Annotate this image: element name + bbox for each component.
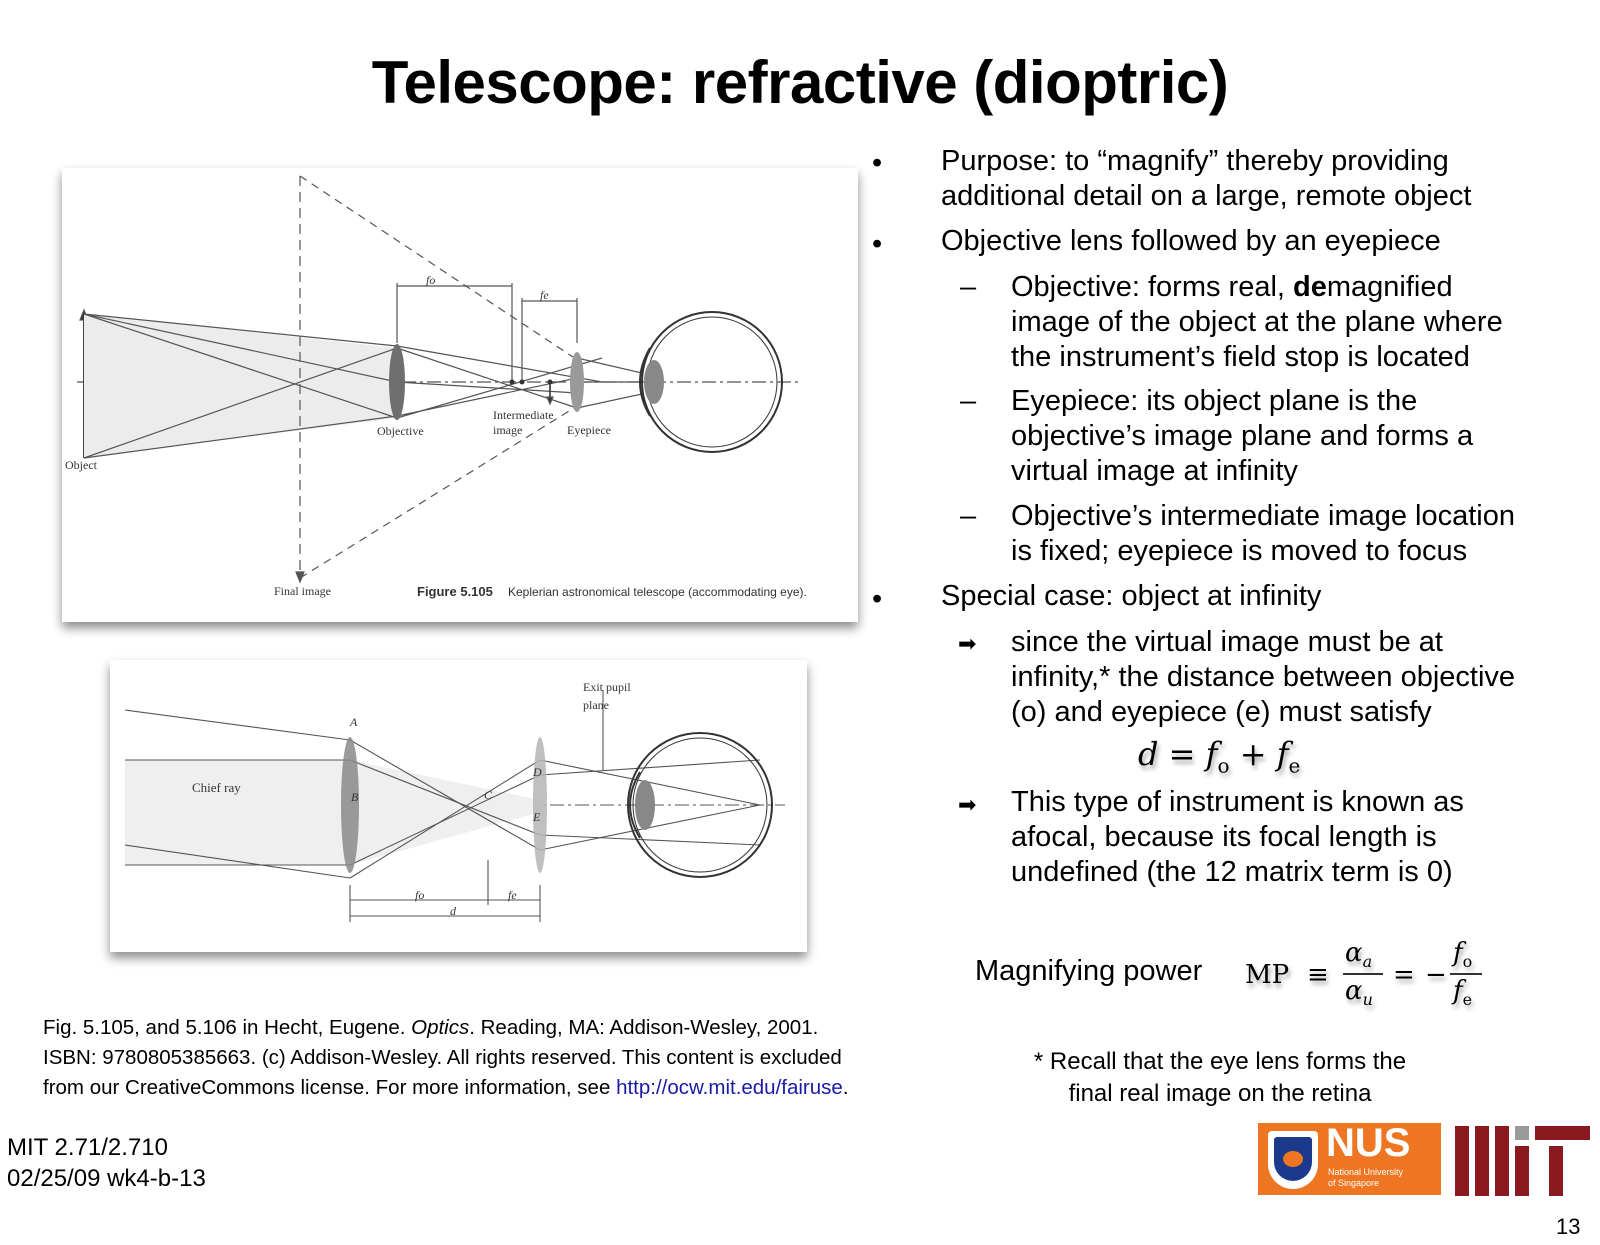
sub-objective-line1: Objective: forms real, demagnified xyxy=(1011,271,1453,303)
dash-marker: – xyxy=(960,385,977,417)
arrow2-line3: undefined (the 12 matrix term is 0) xyxy=(1011,856,1453,888)
label-intermediate-2: image xyxy=(493,423,523,437)
nus-crest-icon xyxy=(1268,1131,1318,1189)
credit-line1: Fig. 5.105, and 5.106 in Hecht, Eugene. … xyxy=(43,1016,819,1039)
sub-intermediate-line1: Objective’s intermediate image location xyxy=(1011,500,1516,532)
figure-caption-number: Figure 5.105 xyxy=(417,584,493,599)
figure-keplerian-telescope: Object Objective Intermediate image Eyep… xyxy=(62,168,858,622)
fairuse-link[interactable]: http://ocw.mit.edu/fairuse xyxy=(616,1076,843,1099)
label-point-e: E xyxy=(533,810,541,824)
recall-note: * Recall that the eye lens forms the fin… xyxy=(1010,1046,1430,1110)
label-object: Object xyxy=(65,458,97,472)
figure-credit: Fig. 5.105, and 5.106 in Hecht, Eugene. … xyxy=(43,1013,849,1103)
arrow1-line2: infinity,* the distance between objectiv… xyxy=(1011,661,1516,693)
bullet-marker: • xyxy=(872,228,883,260)
arrow2-line2: afocal, because its focal length is xyxy=(1011,821,1437,853)
arrow1-line3: (o) and eyepiece (e) must satisfy xyxy=(1011,696,1432,728)
recall-line1: * Recall that the eye lens forms the xyxy=(1033,1048,1407,1075)
credit-line2: ISBN: 9780805385663. (c) Addison-Wesley.… xyxy=(43,1046,842,1069)
label-d: d xyxy=(450,904,456,918)
label-point-d: D xyxy=(533,765,542,779)
course-number: MIT 2.71/2.710 xyxy=(7,1134,168,1161)
slide-title: Telescope: refractive (dioptric) xyxy=(371,49,1229,116)
bullet-marker: • xyxy=(872,583,883,615)
dash-marker: – xyxy=(960,271,977,303)
label-eyepiece: Eyepiece xyxy=(567,423,611,437)
sub-eyepiece-line2: objective’s image plane and forms a xyxy=(1011,420,1474,452)
label-exit-pupil-1: Exit pupil xyxy=(583,680,631,694)
magnifying-power-equation: MP ≡ αa αu = − fo fe xyxy=(1245,938,1490,1018)
mit-logo xyxy=(1455,1126,1595,1196)
label-point-a: A xyxy=(350,715,358,729)
bullet-list: • Purpose: to “magnify” thereby providin… xyxy=(872,142,1580,902)
figure-afocal-telescope: Exit pupil plane Chief ray A B C D E fo … xyxy=(110,660,807,952)
recall-line2: final real image on the retina xyxy=(1068,1080,1372,1107)
sub-intermediate-line2: is fixed; eyepiece is moved to focus xyxy=(1011,535,1468,567)
arrow2-line1: This type of instrument is known as xyxy=(1011,786,1464,818)
sub-eyepiece-line3: virtual image at infinity xyxy=(1011,455,1298,487)
sub-objective-line3: the instrument’s field stop is located xyxy=(1011,341,1470,373)
arrow1-line1: since the virtual image must be at xyxy=(1011,626,1443,658)
credit-line3: from our CreativeCommons license. For mo… xyxy=(43,1076,849,1099)
bullet-purpose-line2: additional detail on a large, remote obj… xyxy=(941,180,1472,212)
equation-d: d = fo + fe xyxy=(1138,735,1301,778)
label-fo: fo xyxy=(415,888,425,902)
arrow-marker: ➡ xyxy=(958,631,977,656)
label-exit-pupil-2: plane xyxy=(583,698,609,712)
afocal-diagram xyxy=(124,690,785,922)
label-chief-ray: Chief ray xyxy=(192,780,241,795)
figure-caption-text: Keplerian astronomical telescope (accomm… xyxy=(508,585,807,599)
sub-objective-line2: image of the object at the plane where xyxy=(1011,306,1503,338)
bullet-purpose-line1: Purpose: to “magnify” thereby providing xyxy=(941,145,1449,177)
dash-marker: – xyxy=(960,500,977,532)
label-objective: Objective xyxy=(377,424,424,438)
page-number: 13 xyxy=(1556,1214,1581,1239)
bullet-marker: • xyxy=(872,147,883,179)
keplerian-diagram xyxy=(77,175,802,584)
bullet-objective-lens: Objective lens followed by an eyepiece xyxy=(941,225,1441,257)
course-date-code: 02/25/09 wk4-b-13 xyxy=(7,1165,206,1192)
label-fo: fo xyxy=(426,273,436,287)
magnifying-power-label: Magnifying power xyxy=(975,955,1203,987)
course-info: MIT 2.71/2.710 02/25/09 wk4-b-13 xyxy=(7,1132,206,1194)
label-intermediate-1: Intermediate xyxy=(493,408,554,422)
sub-eyepiece-line1: Eyepiece: its object plane is the xyxy=(1011,385,1418,417)
bullet-special-case: Special case: object at infinity xyxy=(941,580,1322,612)
label-final-image: Final image xyxy=(274,584,331,598)
label-point-c: C xyxy=(484,788,493,802)
label-fe: fe xyxy=(508,888,517,902)
arrow-marker: ➡ xyxy=(958,792,977,817)
label-point-b: B xyxy=(351,790,359,804)
label-fe: fe xyxy=(540,288,549,302)
